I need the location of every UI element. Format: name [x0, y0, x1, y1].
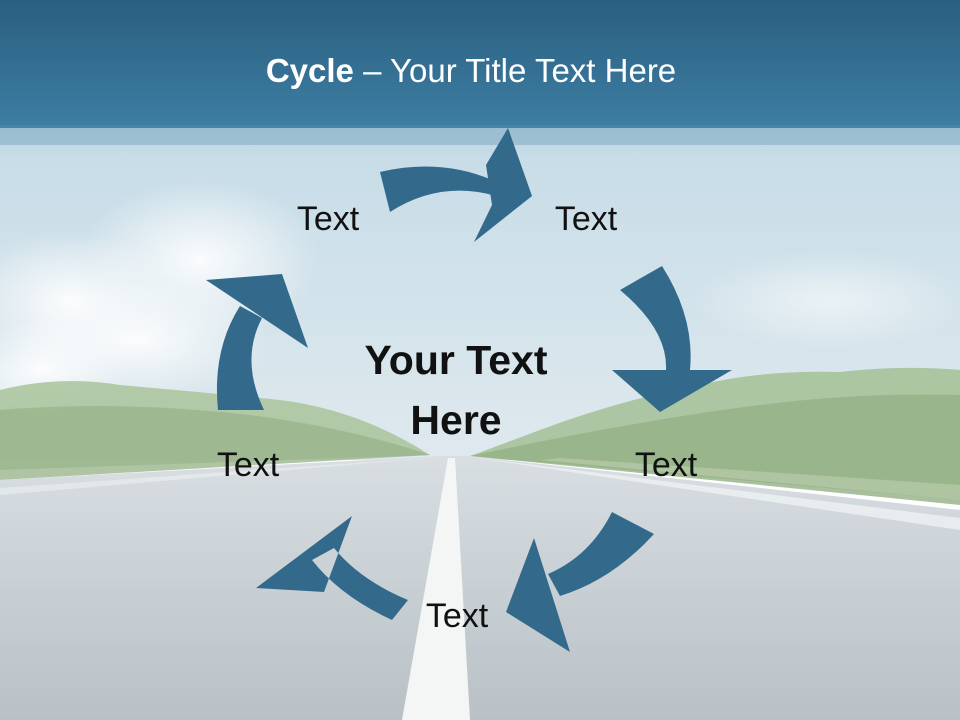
slide-title: Cycle – Your Title Text Here: [0, 52, 942, 90]
node-label-top-left: Text: [296, 200, 360, 238]
arrow-lower-left: [256, 516, 408, 620]
title-rest: – Your Title Text Here: [353, 52, 677, 89]
center-line-1: Your Text: [364, 337, 548, 383]
arrow-top: [380, 128, 532, 242]
node-label-left: Text: [216, 446, 280, 484]
center-line-2: Here: [410, 397, 502, 443]
node-label-bottom: Text: [425, 597, 489, 635]
arrow-right: [612, 266, 732, 412]
node-label-right: Text: [634, 446, 698, 484]
center-text: Your Text Here: [326, 337, 586, 443]
arrow-left: [206, 274, 308, 410]
title-bold: Cycle: [265, 52, 354, 89]
arrow-lower-right: [506, 512, 654, 652]
node-label-top-right: Text: [554, 200, 618, 238]
